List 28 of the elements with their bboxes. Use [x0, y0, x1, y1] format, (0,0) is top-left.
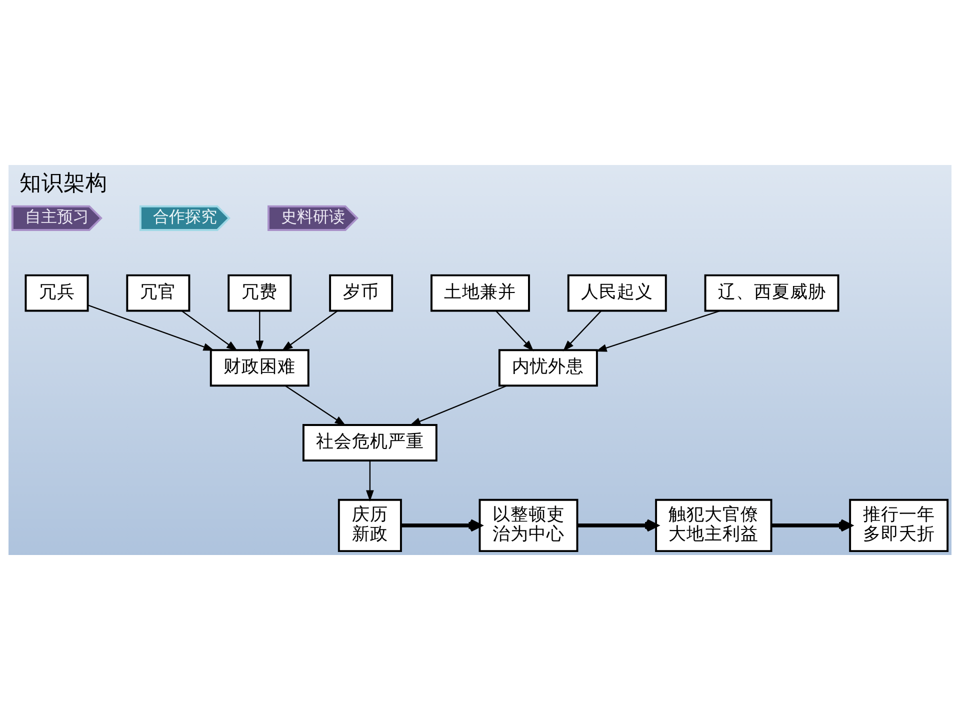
arrow	[596, 310, 720, 352]
arrow	[366, 460, 374, 502]
node-box: 财政困难	[210, 349, 310, 387]
node-box: 以整顿吏治为中心	[478, 498, 578, 552]
arrow	[282, 310, 338, 352]
arrow	[577, 519, 658, 532]
node-box: 冗兵	[24, 274, 89, 312]
arrow	[284, 385, 346, 426]
diagram-title: 知识架构	[20, 171, 108, 196]
arrow	[772, 519, 852, 532]
arrow	[256, 310, 264, 352]
node-box: 庆历新政	[338, 498, 402, 552]
node-box: 内忧外患	[498, 349, 598, 387]
arrow	[496, 310, 534, 352]
node-box: 人民起义	[567, 274, 667, 312]
node-box: 辽、西夏威胁	[704, 274, 840, 312]
node-box: 土地兼并	[430, 274, 530, 312]
node-box: 推行一年多即夭折	[849, 498, 949, 552]
node-box: 冗费	[228, 274, 292, 312]
node-box: 触犯大官僚大地主利益	[655, 498, 772, 552]
arrow	[88, 304, 215, 351]
arrow	[409, 385, 508, 426]
node-box: 冗官	[126, 274, 190, 312]
arrow	[562, 310, 602, 352]
arrow	[181, 310, 238, 352]
arrow	[401, 519, 482, 532]
node-box: 岁币	[329, 274, 394, 312]
node-box: 社会危机严重	[302, 424, 438, 462]
